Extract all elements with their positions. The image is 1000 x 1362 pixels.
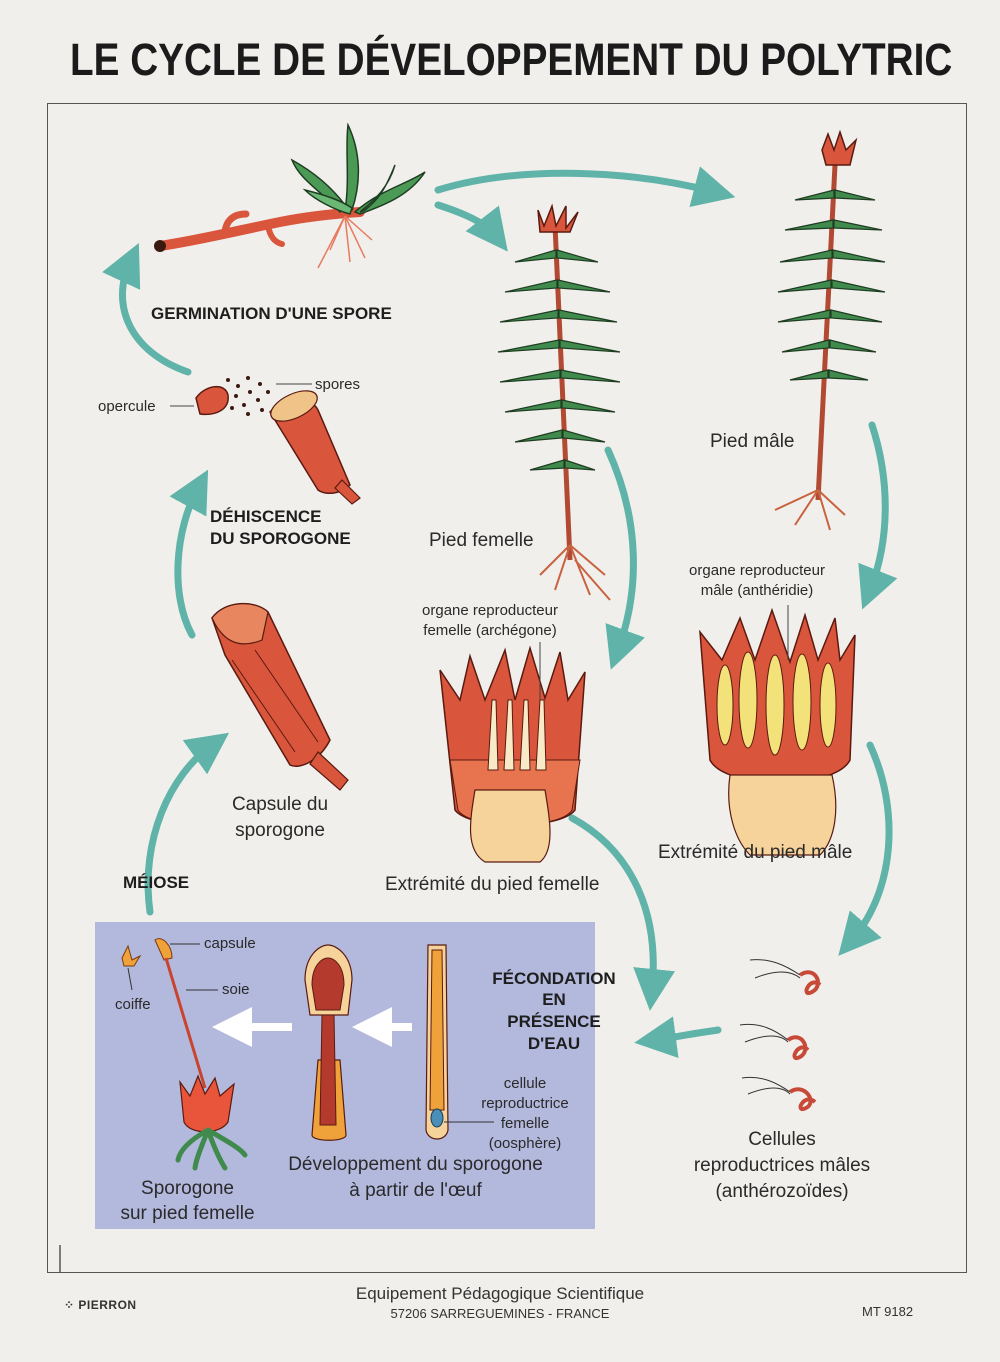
label-fecondation-line3: PRÉSENCE bbox=[507, 1012, 601, 1031]
label-extremite-male: Extrémité du pied mâle bbox=[658, 842, 853, 863]
footer-line1: Equipement Pédagogique Scientifique bbox=[355, 1284, 645, 1303]
male-plant-drawing bbox=[774, 129, 886, 531]
label-extremite-femelle: Extrémité du pied femelle bbox=[385, 874, 600, 895]
brand-logo: ⁘ PIERRON bbox=[64, 1298, 137, 1312]
label-sporogone-pied-line2: sur pied femelle bbox=[120, 1203, 255, 1224]
label-dehiscence-line1: DÉHISCENCE bbox=[210, 507, 322, 526]
label-cellules-line1: Cellules bbox=[748, 1129, 816, 1150]
label-capsule-line2: sporogone bbox=[235, 820, 325, 841]
sperm-cells-drawing bbox=[739, 959, 822, 1112]
arrow-spore-to-male bbox=[434, 166, 736, 208]
arrow-female-plant-to-archegonia bbox=[604, 446, 645, 670]
label-sporogone-pied-line1: Sporogone bbox=[141, 1178, 234, 1199]
page-title: LE CYCLE DE DÉVELOPPEMENT DU POLYTRIC bbox=[70, 34, 953, 85]
arrow-archegonia-to-fecondation bbox=[568, 814, 675, 1011]
label-coiffe: coiffe bbox=[115, 996, 151, 1013]
label-pied-femelle: Pied femelle bbox=[429, 530, 534, 551]
label-organe-femelle-line1: organe reproducteur bbox=[422, 602, 558, 619]
sporogone-on-female-drawing bbox=[121, 938, 248, 1171]
sporogone-development-drawing bbox=[212, 944, 494, 1141]
label-capsule-small: capsule bbox=[204, 935, 256, 952]
label-developpement-line2: à partir de l'œuf bbox=[349, 1180, 482, 1201]
arrow-male-plant-to-antheridia bbox=[858, 421, 898, 610]
footer-line2: 57206 SARREGUEMINES - FRANCE bbox=[390, 1306, 610, 1321]
label-cellules-line2: reproductrices mâles bbox=[693, 1155, 871, 1176]
arrow-dehiscence-to-germination bbox=[102, 242, 192, 376]
label-germination: GERMINATION D'UNE SPORE bbox=[151, 304, 392, 323]
footer-ref: MT 9182 bbox=[862, 1304, 914, 1319]
label-cellule-line1: cellule bbox=[503, 1075, 547, 1092]
male-tip-drawing bbox=[699, 605, 856, 856]
label-capsule-line1: Capsule du bbox=[231, 794, 329, 815]
arrow-sperm-to-fecondation bbox=[634, 1016, 722, 1059]
brand-name: PIERRON bbox=[78, 1298, 137, 1312]
label-soie: soie bbox=[222, 981, 250, 998]
label-pied-male: Pied mâle bbox=[710, 431, 795, 452]
female-plant-drawing bbox=[497, 203, 621, 601]
label-fecondation-line4: D'EAU bbox=[527, 1034, 581, 1053]
label-opercule: opercule bbox=[98, 398, 156, 415]
label-cellule-line2: reproductrice bbox=[481, 1095, 569, 1112]
label-organe-male-line1: organe reproducteur bbox=[689, 562, 825, 579]
sporogone-capsule-drawing bbox=[211, 602, 349, 791]
female-tip-drawing bbox=[439, 642, 586, 863]
arrow-antheridia-to-sperm bbox=[838, 741, 893, 956]
label-cellule-line4: (oosphère) bbox=[488, 1135, 562, 1152]
label-developpement-line1: Développement du sporogone bbox=[288, 1154, 543, 1175]
diagram-frame bbox=[47, 103, 967, 1273]
dehiscing-capsule-drawing bbox=[170, 376, 361, 505]
label-meiose: MÉIOSE bbox=[123, 873, 190, 892]
arrow-spore-to-female bbox=[434, 201, 508, 252]
label-cellules-line3: (anthérozoïdes) bbox=[715, 1181, 849, 1202]
label-fecondation-line2: EN bbox=[542, 990, 566, 1009]
label-spores: spores bbox=[315, 376, 361, 393]
label-organe-male-line2: mâle (anthéridie) bbox=[700, 582, 814, 599]
label-dehiscence-line2: DU SPOROGONE bbox=[210, 529, 351, 548]
brand-logo-dots-icon: ⁘ bbox=[64, 1298, 75, 1312]
germinating-spore-drawing bbox=[154, 122, 426, 269]
cycle-arrows bbox=[102, 166, 898, 1059]
arrow-meiose bbox=[144, 732, 230, 916]
arrow-capsule-to-dehiscence bbox=[169, 469, 209, 639]
label-fecondation-line1: FÉCONDATION bbox=[492, 969, 616, 988]
label-cellule-line3: femelle bbox=[500, 1115, 550, 1132]
label-organe-femelle-line2: femelle (archégone) bbox=[423, 622, 557, 639]
